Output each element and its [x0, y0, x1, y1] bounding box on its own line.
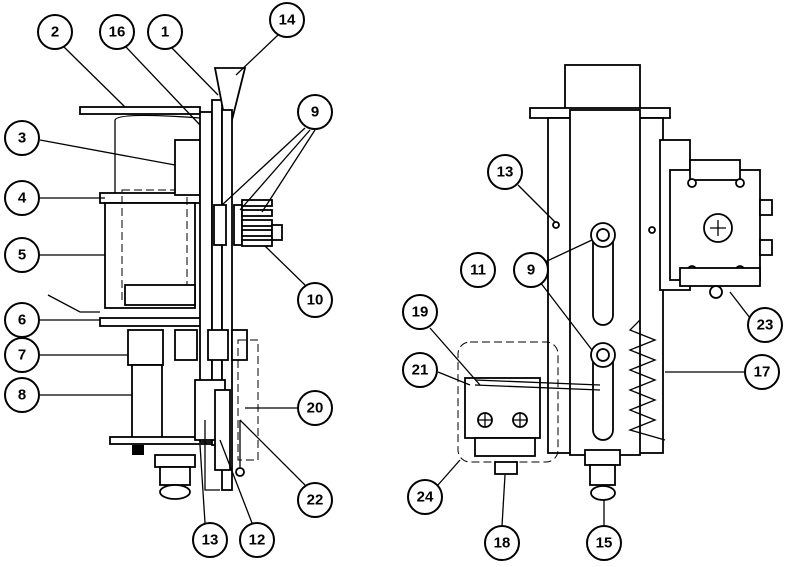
svg-text:13: 13 [202, 532, 219, 549]
callout-5: 5 [4, 237, 40, 273]
svg-text:3: 3 [18, 130, 26, 147]
svg-text:4: 4 [18, 190, 27, 207]
callout-16: 16 [99, 14, 135, 50]
svg-text:20: 20 [307, 400, 324, 417]
svg-text:5: 5 [18, 247, 26, 264]
svg-text:24: 24 [417, 489, 434, 506]
callout-9-left: 9 [297, 94, 333, 130]
callout-8: 8 [4, 377, 40, 413]
svg-text:12: 12 [249, 532, 266, 549]
callout-4: 4 [4, 180, 40, 216]
callout-24: 24 [407, 479, 443, 515]
leader-lines [39, 34, 751, 527]
svg-text:1: 1 [161, 24, 169, 41]
svg-text:23: 23 [757, 317, 774, 334]
spring-coil [241, 199, 283, 247]
callout-9-right: 9 [513, 252, 549, 288]
svg-text:9: 9 [527, 262, 535, 279]
svg-text:10: 10 [307, 292, 324, 309]
callout-3: 3 [4, 120, 40, 156]
callout-21: 21 [402, 352, 438, 388]
svg-text:7: 7 [18, 347, 26, 364]
left-assembly-drawing [47, 67, 283, 500]
callout-14: 14 [269, 2, 305, 38]
callout-15: 15 [586, 525, 622, 561]
callout-22: 22 [297, 482, 333, 518]
callout-23: 23 [747, 307, 783, 343]
svg-text:14: 14 [279, 12, 296, 29]
callout-7: 7 [4, 337, 40, 373]
svg-text:15: 15 [596, 535, 613, 552]
callout-20: 20 [297, 390, 333, 426]
svg-text:8: 8 [18, 387, 26, 404]
svg-text:6: 6 [18, 312, 26, 329]
svg-text:17: 17 [754, 364, 771, 381]
svg-text:16: 16 [109, 24, 126, 41]
callout-19: 19 [402, 294, 438, 330]
callout-12: 12 [239, 522, 275, 558]
callout-1: 1 [147, 14, 183, 50]
svg-text:2: 2 [51, 24, 59, 41]
svg-text:9: 9 [311, 104, 319, 121]
callout-18: 18 [484, 525, 520, 561]
svg-text:22: 22 [307, 492, 324, 509]
callout-6: 6 [4, 302, 40, 338]
svg-text:19: 19 [412, 304, 429, 321]
callout-13-left: 13 [192, 522, 228, 558]
svg-text:18: 18 [494, 535, 511, 552]
callout-2: 2 [37, 14, 73, 50]
callout-10: 10 [297, 282, 333, 318]
callout-17: 17 [744, 354, 780, 390]
right-assembly-drawing [457, 64, 773, 501]
svg-text:13: 13 [497, 164, 514, 181]
callout-11: 11 [460, 252, 496, 288]
callout-13-right: 13 [487, 154, 523, 190]
svg-text:21: 21 [412, 362, 429, 379]
extension-spring [627, 319, 666, 441]
svg-text:11: 11 [470, 262, 486, 279]
